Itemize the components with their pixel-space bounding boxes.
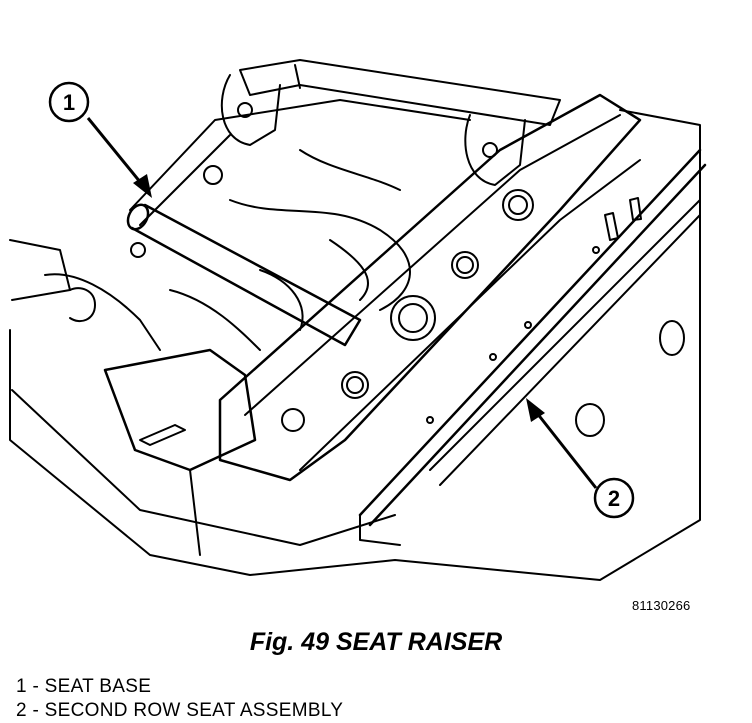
figure-image-id: 81130266 <box>632 598 691 613</box>
callout-1: 1 <box>48 81 90 123</box>
seat-raiser-illustration: 1 2 <box>9 59 707 581</box>
figure-caption: Fig. 49 SEAT RAISER <box>249 628 503 656</box>
legend-item-second-row-seat-assembly: 2 - SECOND ROW SEAT ASSEMBLY <box>16 700 344 721</box>
legend-item-seat-base: 1 - SEAT BASE <box>16 676 152 697</box>
callout-2-label: 2 <box>608 486 620 511</box>
parts-legend: 1 - SEAT BASE 2 - SECOND ROW SEAT ASSEMB… <box>16 675 343 723</box>
callout-2: 2 <box>593 477 635 519</box>
callout-1-label: 1 <box>63 90 75 115</box>
